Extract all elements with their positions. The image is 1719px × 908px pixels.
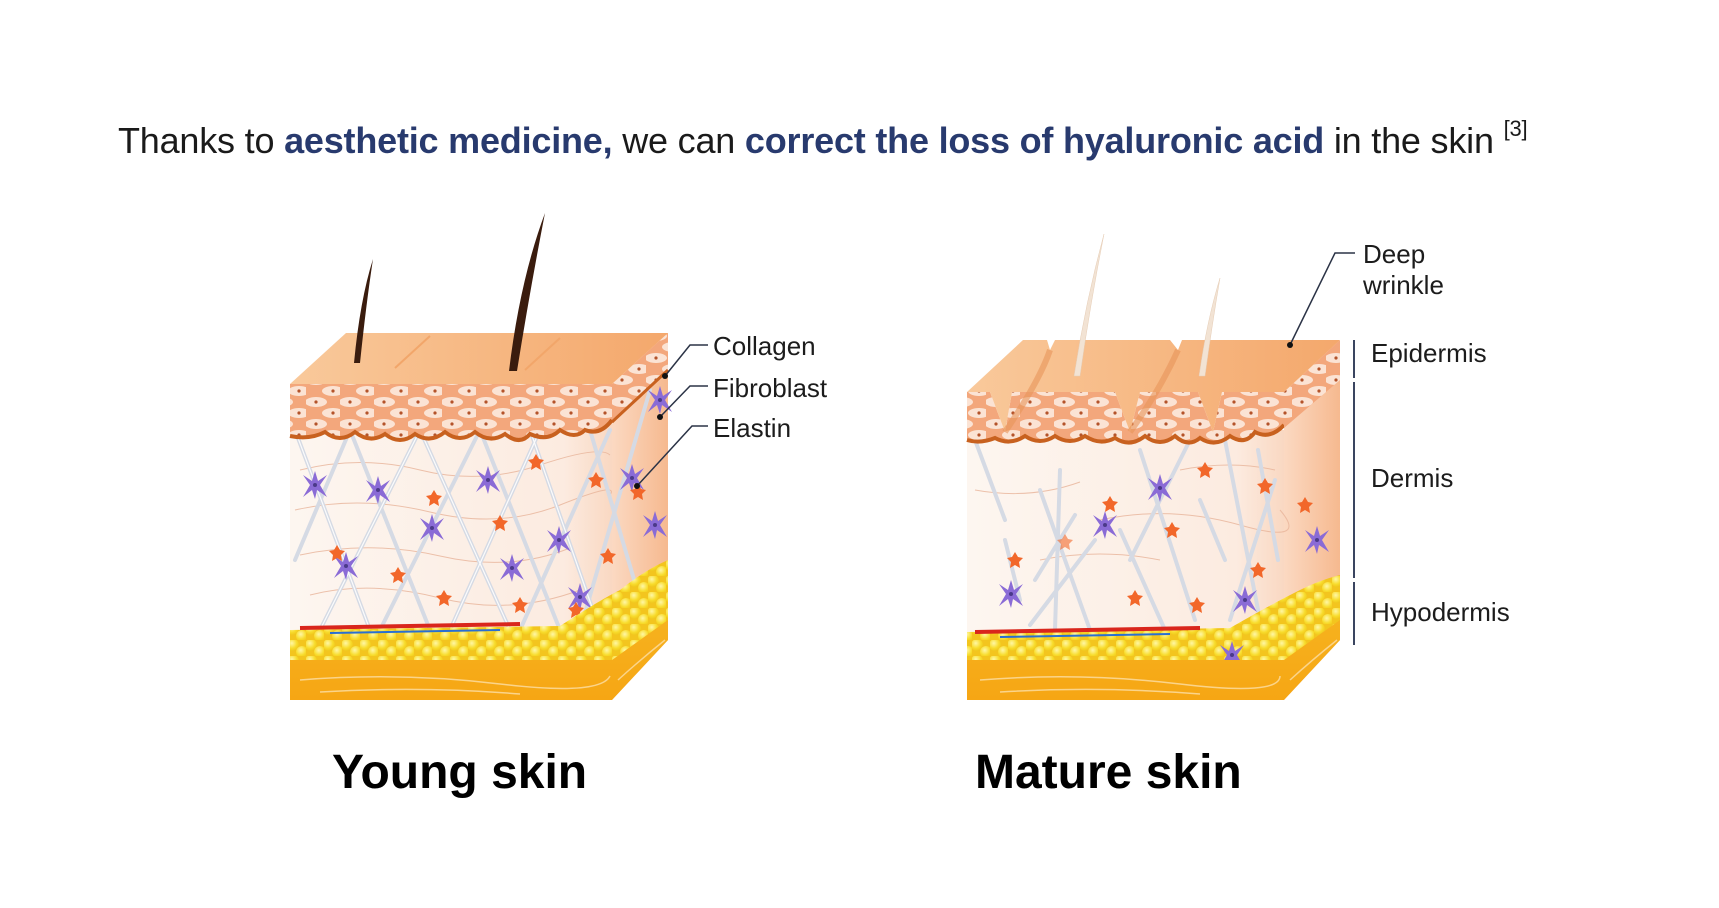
page-title: Thanks to aesthetic medicine, we can cor…: [118, 116, 1528, 162]
title-text: Thanks to: [118, 120, 285, 161]
title-text: we can: [612, 120, 745, 161]
label-fibroblast: Fibroblast: [713, 373, 828, 403]
deep-wrinkle-leader: [1289, 252, 1355, 346]
hair-icon: [509, 213, 545, 371]
caption-mature-skin: Mature skin: [975, 746, 1242, 799]
fibroblast-pointer-dot: [657, 414, 663, 420]
title-highlight-hyaluronic: correct the loss of hyaluronic acid: [744, 120, 1325, 161]
label-elastin: Elastin: [713, 413, 792, 443]
hair-icon: [1198, 277, 1221, 377]
hair-icon: [354, 259, 373, 363]
reference-marker: [3]: [1503, 116, 1528, 141]
label-epidermis: Epidermis: [1371, 338, 1487, 368]
label-hypodermis: Hypodermis: [1371, 597, 1510, 627]
elastin-pointer-dot: [634, 483, 640, 489]
label-deep-wrinkle-line1: Deep: [1363, 239, 1426, 269]
label-collagen: Collagen: [713, 331, 816, 361]
deep-wrinkle-pointer-dot: [1287, 342, 1293, 348]
hair-icon: [1073, 233, 1105, 377]
label-deep-wrinkle-line2: wrinkle: [1363, 270, 1444, 300]
mature-skin-illustration: [966, 233, 1340, 700]
collagen-pointer-dot: [662, 373, 668, 379]
young-label-leaders: [636, 344, 708, 487]
caption-young-skin: Young skin: [332, 746, 588, 799]
title-text: in the skin: [1324, 120, 1504, 161]
young-skin-illustration: [289, 213, 672, 700]
label-dermis: Dermis: [1371, 463, 1454, 493]
title-highlight-aesthetic-medicine: aesthetic medicine,: [284, 120, 613, 161]
